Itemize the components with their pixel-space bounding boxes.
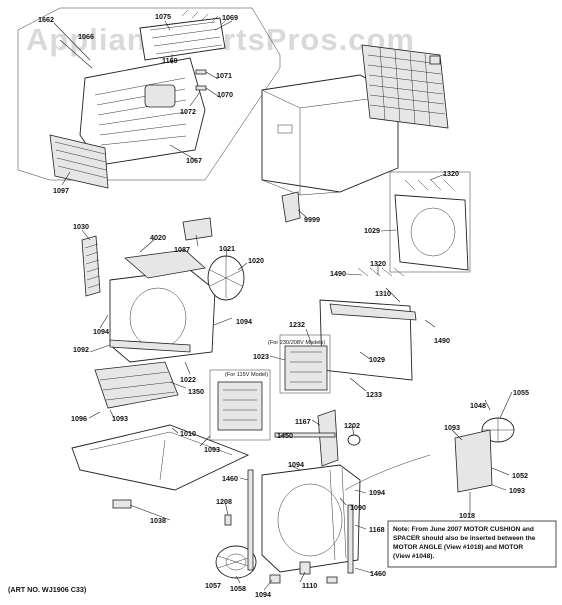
callout-1110: 1110 bbox=[302, 581, 317, 590]
callout-1030: 1030 bbox=[73, 222, 89, 231]
callout-1022: 1022 bbox=[180, 375, 196, 384]
callout-1021: 1021 bbox=[219, 244, 235, 253]
control-board-230v-part bbox=[284, 345, 328, 391]
callout-1087: 1087 bbox=[174, 245, 190, 254]
callout-1058: 1058 bbox=[230, 584, 246, 593]
blower-scroll-part bbox=[261, 464, 361, 573]
callout-1094-left: 1094 bbox=[93, 327, 109, 336]
callout-1093-motor: 1093 bbox=[444, 423, 460, 432]
fin-bracket-part bbox=[329, 303, 417, 321]
note-line-2: SPACER should also be inserted between t… bbox=[393, 535, 536, 542]
callout-1069: 1069 bbox=[222, 13, 238, 22]
leader-lines bbox=[53, 20, 513, 591]
callout-1202: 1202 bbox=[344, 421, 360, 430]
callout-1233: 1233 bbox=[366, 390, 382, 399]
callout-1038: 1038 bbox=[150, 516, 166, 525]
callout-1075: 1075 bbox=[155, 12, 171, 21]
art-number: (ART NO. WJ1906 C33) bbox=[8, 585, 87, 594]
callout-1048: 1048 bbox=[470, 401, 486, 410]
air-filter-side-part bbox=[81, 235, 101, 297]
louver-blades-part bbox=[181, 9, 229, 25]
model-230v-outline bbox=[279, 334, 331, 394]
callout-labels: 1662 1066 1075 1069 1169 1071 1070 1072 … bbox=[38, 12, 529, 599]
callout-1094-bottom: 1094 bbox=[255, 590, 271, 599]
rear-grille-part bbox=[361, 44, 449, 129]
note-line-1: Note: From June 2007 MOTOR CUSHION and bbox=[393, 526, 534, 533]
callout-1029-mid: 1029 bbox=[369, 355, 385, 364]
motor-bracket-part bbox=[454, 429, 493, 493]
owners-manual-part bbox=[281, 191, 301, 223]
callout-1020: 1020 bbox=[248, 256, 264, 265]
tube-part bbox=[109, 339, 191, 353]
front-grille-part bbox=[79, 57, 206, 166]
model-note-230v: (For 230/208V Models) bbox=[268, 340, 325, 346]
callout-1093-center: 1093 bbox=[204, 445, 220, 454]
callout-9999: 9999 bbox=[304, 215, 320, 224]
callout-1055: 1055 bbox=[513, 388, 529, 397]
callout-1067: 1067 bbox=[186, 156, 202, 165]
foam-pad-part bbox=[112, 499, 132, 509]
callout-1093-bracket: 1093 bbox=[509, 486, 525, 495]
callout-1094-mid: 1094 bbox=[236, 317, 252, 326]
control-board-115v-part bbox=[217, 381, 263, 431]
callout-1167: 1167 bbox=[295, 417, 311, 426]
gasket-rail-left-part bbox=[247, 469, 254, 571]
callout-1071: 1071 bbox=[216, 71, 232, 80]
callout-1072: 1072 bbox=[180, 107, 196, 116]
model-115v-outline bbox=[209, 369, 271, 441]
callout-1168: 1168 bbox=[369, 525, 385, 534]
front-grille-group-outline bbox=[17, 7, 281, 181]
control-panel-window-part bbox=[144, 84, 176, 108]
callout-1169: 1169 bbox=[162, 56, 178, 65]
callout-1460-right: 1460 bbox=[370, 569, 386, 578]
callout-1094-right: 1094 bbox=[288, 460, 304, 469]
callout-1029-top: 1029 bbox=[364, 226, 380, 235]
callout-1450: 1450 bbox=[277, 431, 293, 440]
note-line-4: (View #1048). bbox=[393, 553, 434, 560]
condenser-shroud-part bbox=[394, 194, 469, 271]
callout-1093-left: 1093 bbox=[112, 414, 128, 423]
callout-1090: 1090 bbox=[350, 503, 366, 512]
callout-1094-blower: 1094 bbox=[369, 488, 385, 497]
callout-1490-left: 1490 bbox=[330, 269, 346, 278]
callout-1097: 1097 bbox=[53, 186, 69, 195]
callout-1208: 1208 bbox=[216, 497, 232, 506]
callout-1096: 1096 bbox=[71, 414, 87, 423]
callout-1460-left: 1460 bbox=[222, 474, 238, 483]
callout-1052: 1052 bbox=[512, 471, 528, 480]
note-box bbox=[387, 520, 557, 568]
drain-cover-part bbox=[317, 409, 339, 467]
callout-1350: 1350 bbox=[188, 387, 204, 396]
callout-4020: 4020 bbox=[150, 233, 166, 242]
callout-1320-top: 1320 bbox=[443, 169, 459, 178]
motor-cord-part bbox=[344, 454, 431, 491]
callout-1320-mid: 1320 bbox=[370, 259, 386, 268]
drain-pan-part bbox=[94, 361, 179, 409]
note-line-3: MOTOR ANGLE (View #1018) and MOTOR bbox=[393, 544, 523, 551]
callout-1310: 1310 bbox=[375, 289, 391, 298]
callout-1092: 1092 bbox=[73, 345, 89, 354]
callout-1662: 1662 bbox=[38, 15, 54, 24]
callout-1066: 1066 bbox=[78, 32, 94, 41]
callout-1070: 1070 bbox=[217, 90, 233, 99]
gasket-rail-right-part bbox=[347, 504, 354, 574]
callout-1232: 1232 bbox=[289, 320, 305, 329]
callout-1010: 1010 bbox=[180, 429, 196, 438]
model-note-115v: (For 115V Model) bbox=[225, 372, 268, 378]
gasket-rail-top-part bbox=[274, 432, 336, 438]
callout-1490-right: 1490 bbox=[434, 336, 450, 345]
callout-1057: 1057 bbox=[205, 581, 221, 590]
shroud-outline-group bbox=[389, 171, 471, 273]
callout-1018: 1018 bbox=[459, 511, 475, 520]
knob-part bbox=[347, 434, 361, 446]
bracket-part bbox=[182, 217, 213, 241]
base-pan-part bbox=[71, 424, 250, 491]
top-panel-part bbox=[124, 249, 206, 279]
callout-1023: 1023 bbox=[253, 352, 269, 361]
